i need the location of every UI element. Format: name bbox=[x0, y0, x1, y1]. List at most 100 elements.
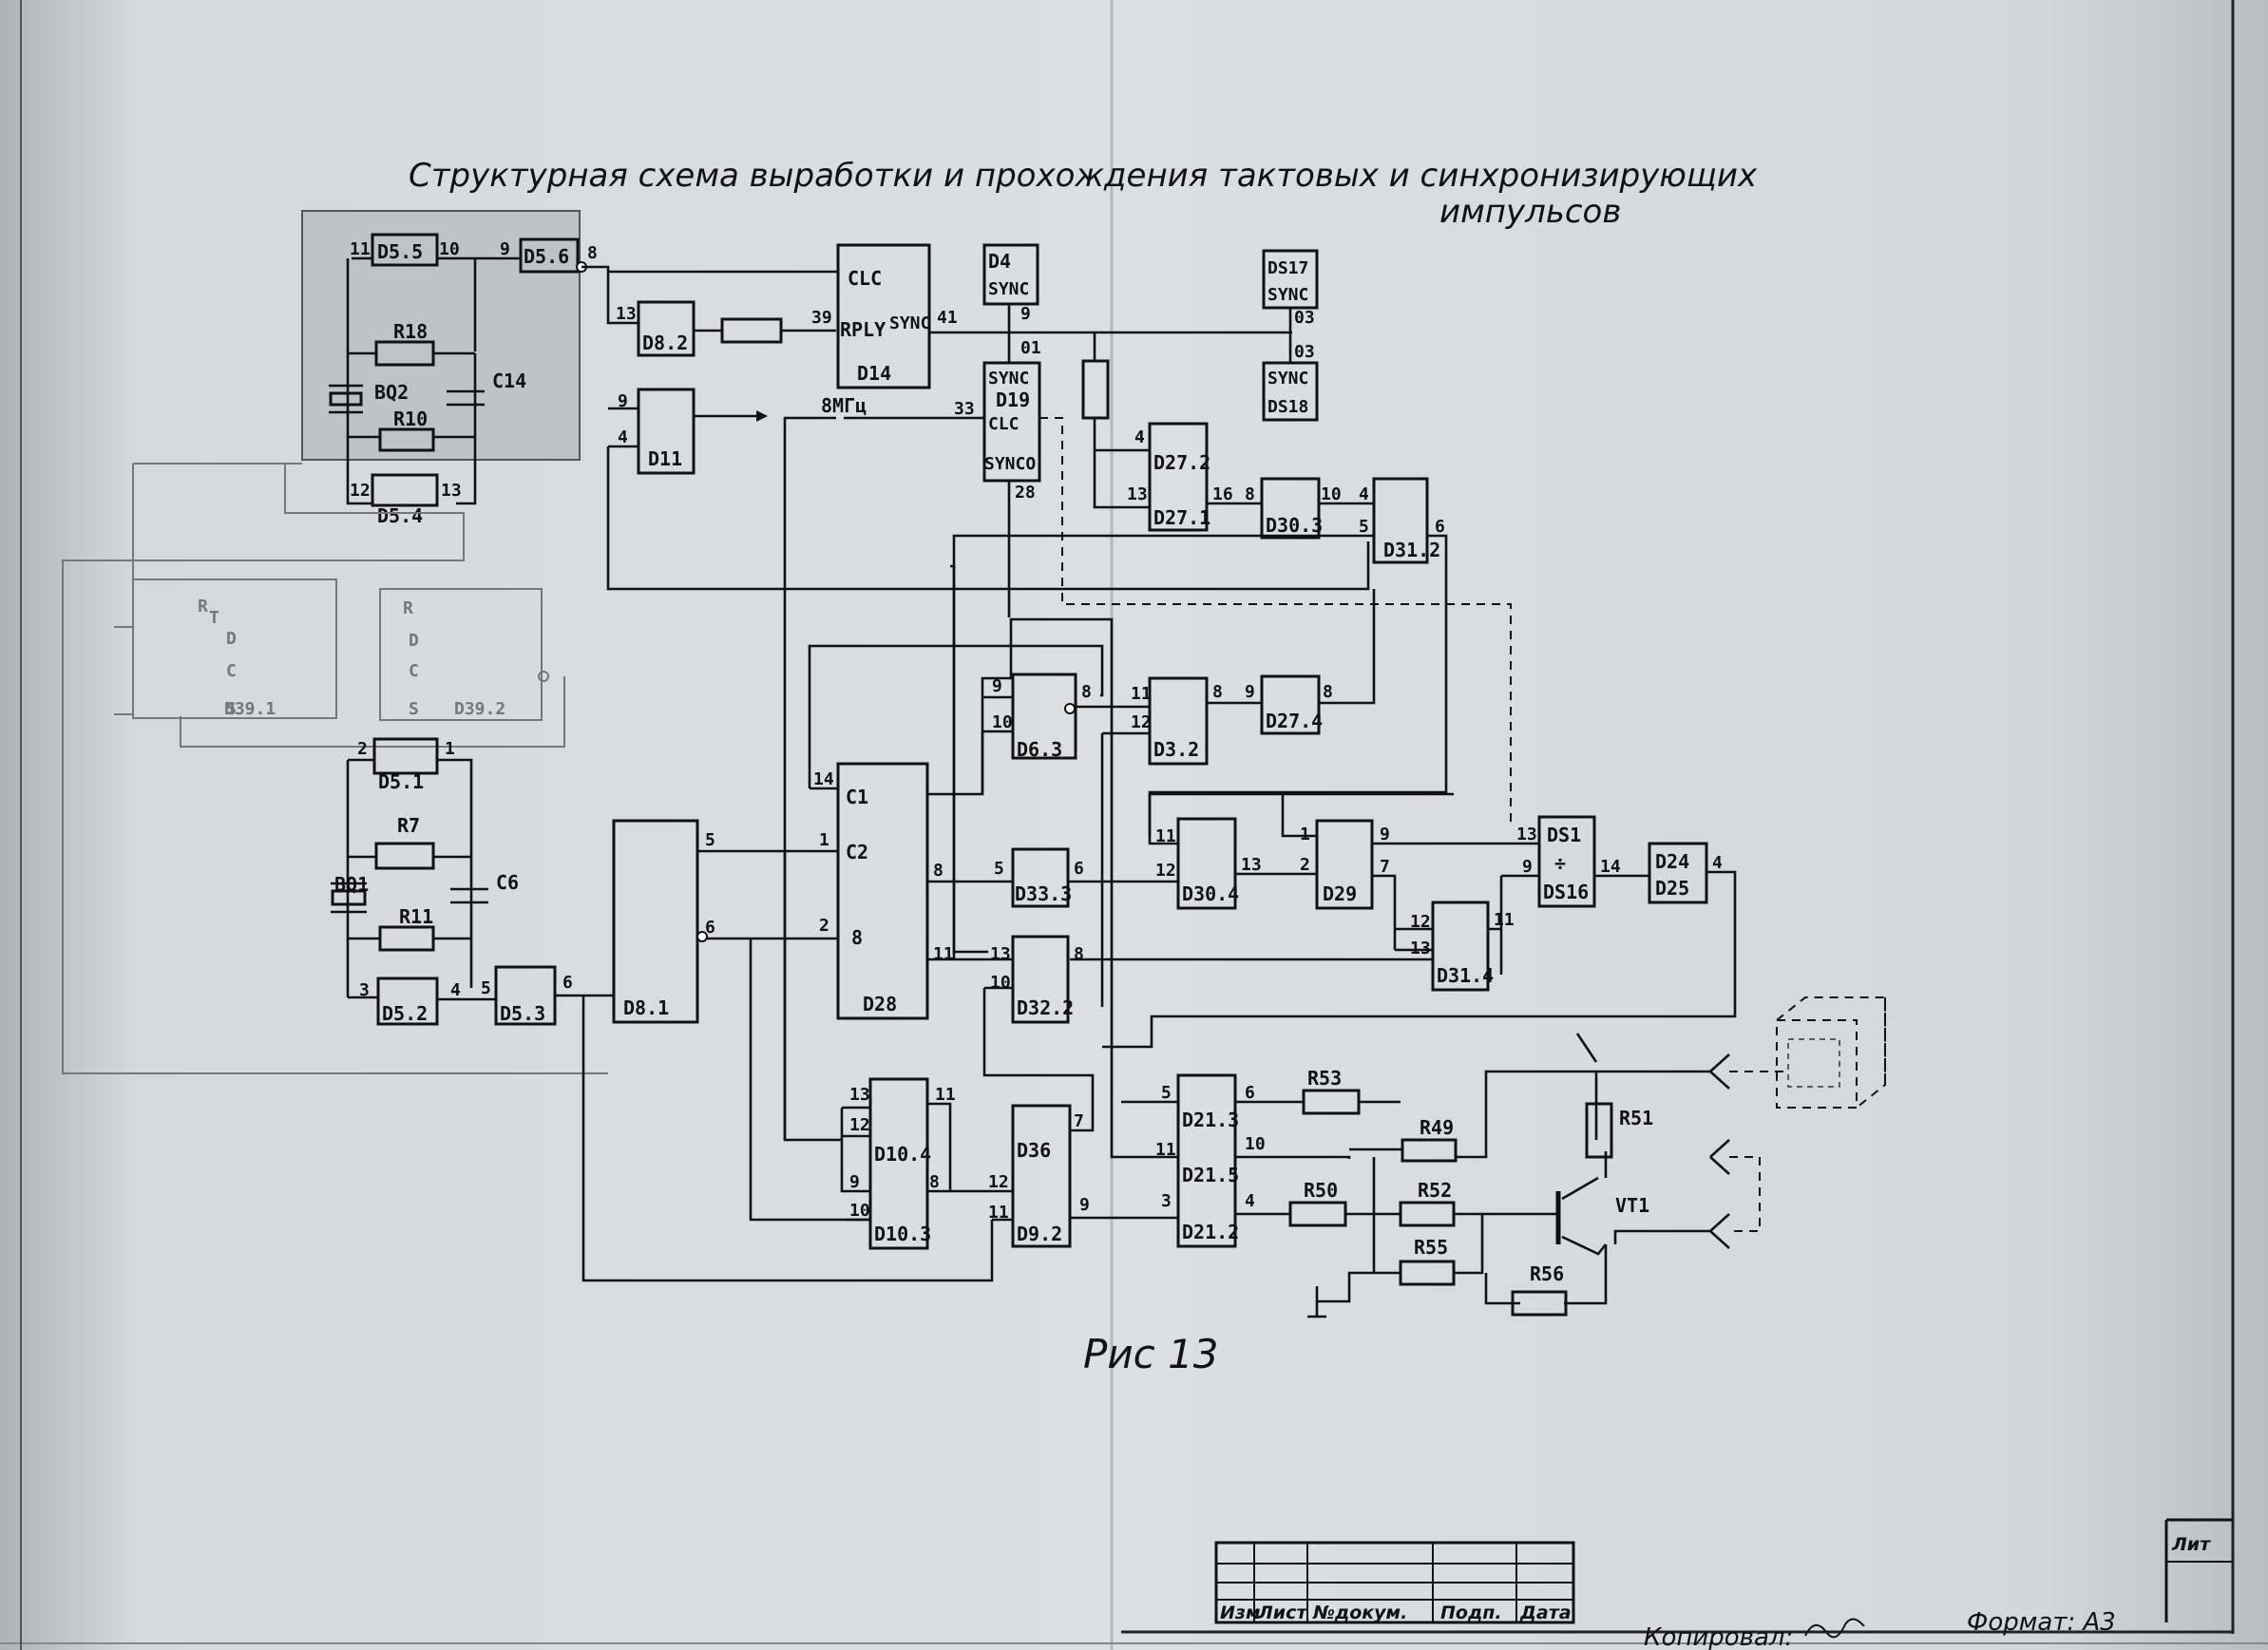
block-label: D3.2 bbox=[1153, 738, 1199, 761]
pin-label: 33 bbox=[954, 399, 975, 419]
pin-label: 9 bbox=[849, 1172, 860, 1192]
component-label: R50 bbox=[1304, 1179, 1338, 1202]
block-label: D30.3 bbox=[1266, 514, 1323, 537]
pin-label: 8 bbox=[1212, 682, 1223, 702]
block-label: DS17 bbox=[1267, 258, 1308, 278]
stamp-cell-ndokum: №докум. bbox=[1312, 1603, 1407, 1623]
pin-label: 5 bbox=[1161, 1083, 1172, 1103]
pin-label: 10 bbox=[1245, 1134, 1266, 1154]
block-ds1 bbox=[1537, 815, 1596, 908]
pin-label: 4 bbox=[1134, 427, 1145, 447]
block-d39-2 bbox=[379, 588, 543, 721]
pin-label: 13 bbox=[849, 1085, 870, 1105]
block-label: D6.3 bbox=[1017, 738, 1062, 761]
block-label: D27.2 bbox=[1153, 451, 1210, 474]
pin-label: 11 bbox=[1494, 910, 1515, 930]
stamp-cell-izm: Изм bbox=[1220, 1603, 1260, 1623]
crystal-bq2 bbox=[329, 391, 363, 407]
pin-label: 9 bbox=[1245, 682, 1255, 702]
stamp-cell-list: Лист bbox=[1257, 1603, 1307, 1623]
signature bbox=[1804, 1618, 1865, 1639]
pin-label: 6 bbox=[1074, 859, 1084, 879]
block-d10 bbox=[868, 1077, 929, 1250]
pin-label: 4 bbox=[1245, 1191, 1255, 1211]
pin-label: 2 bbox=[357, 739, 368, 759]
block-d5-2 bbox=[376, 977, 439, 1026]
block-d27 bbox=[1148, 422, 1209, 532]
block-label: C1 bbox=[846, 786, 868, 808]
block-d4 bbox=[982, 243, 1039, 306]
pin-label: 13 bbox=[1241, 855, 1262, 875]
block-d19 bbox=[982, 361, 1041, 483]
block-label: R bbox=[403, 598, 413, 618]
block-label: CLC bbox=[848, 267, 882, 290]
component-label: C6 bbox=[496, 871, 519, 894]
pin-label: 39 bbox=[811, 308, 832, 328]
block-d8-2 bbox=[637, 300, 696, 357]
pin-label: 8 bbox=[933, 861, 943, 881]
block-label: SYNCO bbox=[984, 454, 1036, 474]
pin-label: 1 bbox=[1300, 825, 1310, 844]
block-label: D5.5 bbox=[377, 240, 423, 263]
block-label: D32.2 bbox=[1017, 996, 1074, 1019]
block-label: SYNC bbox=[1267, 369, 1308, 389]
component-label: BQ1 bbox=[334, 873, 369, 896]
block-label: C bbox=[409, 661, 419, 681]
block-label: DS1 bbox=[1547, 824, 1581, 846]
pin-label: 1 bbox=[819, 830, 829, 850]
component-label: R49 bbox=[1420, 1116, 1454, 1139]
pin-label: 11 bbox=[1131, 684, 1152, 704]
pin-label: 9 bbox=[500, 239, 510, 259]
block-label: D31.4 bbox=[1437, 964, 1494, 987]
block-label: SYNC bbox=[889, 313, 930, 333]
pin-label: 01 bbox=[1020, 338, 1041, 358]
pin-label: 3 bbox=[359, 980, 370, 1000]
pin-label: 6 bbox=[1245, 1083, 1255, 1103]
pin-label: 12 bbox=[988, 1172, 1009, 1192]
diagram-title: Структурная схема выработки и прохождени… bbox=[409, 157, 1758, 195]
block-d5-1 bbox=[372, 737, 439, 775]
frequency-label: 8МГц bbox=[821, 394, 867, 417]
pin-label: 4 bbox=[1359, 484, 1369, 504]
block-d6-3 bbox=[1011, 673, 1077, 760]
component-label: R56 bbox=[1530, 1262, 1564, 1285]
block-label: D11 bbox=[648, 447, 682, 470]
pin-label: 03 bbox=[1294, 342, 1315, 362]
pin-label: 10 bbox=[1321, 484, 1342, 504]
crystal-bq1 bbox=[331, 889, 367, 906]
block-label: D5.2 bbox=[382, 1002, 428, 1025]
block-label: RPLY bbox=[840, 318, 886, 341]
component-label: BQ2 bbox=[374, 381, 409, 404]
block-label: SYNC bbox=[1267, 285, 1308, 305]
resistor-r7 bbox=[374, 842, 435, 870]
resistor-r52 bbox=[1399, 1201, 1456, 1227]
resistor-r51 bbox=[1585, 1102, 1613, 1159]
resistor-rb6 bbox=[1081, 359, 1110, 420]
block-label: D9.2 bbox=[1017, 1223, 1062, 1245]
block-d28 bbox=[836, 762, 929, 1020]
pin-label: 5 bbox=[705, 830, 715, 850]
block-label: D5.3 bbox=[500, 1002, 545, 1025]
pin-label: 12 bbox=[350, 481, 371, 501]
component-label: R52 bbox=[1418, 1179, 1452, 1202]
pin-label: 6 bbox=[705, 918, 715, 938]
block-label: D5.1 bbox=[378, 770, 424, 793]
pin-label: 10 bbox=[439, 239, 460, 259]
block-label: D10.4 bbox=[874, 1143, 931, 1166]
figure-caption: Рис 13 bbox=[1083, 1331, 1219, 1377]
pin-label: 11 bbox=[1155, 1140, 1176, 1160]
block-d21 bbox=[1176, 1073, 1237, 1248]
pin-label: 9 bbox=[1079, 1195, 1090, 1215]
component-label: R11 bbox=[399, 905, 433, 928]
pin-label: 13 bbox=[1516, 825, 1537, 844]
block-label: D10.3 bbox=[874, 1223, 931, 1245]
block-d32-2 bbox=[1011, 935, 1070, 1024]
block-label: T bbox=[209, 608, 219, 628]
pin-label: 10 bbox=[992, 712, 1013, 732]
block-d5-4 bbox=[371, 473, 439, 507]
pin-label: 3 bbox=[1161, 1191, 1172, 1211]
block-d5-5 bbox=[371, 233, 439, 267]
resistor-r49 bbox=[1401, 1138, 1458, 1163]
pin-label: 13 bbox=[1127, 484, 1148, 504]
pin-label: 4 bbox=[450, 980, 461, 1000]
